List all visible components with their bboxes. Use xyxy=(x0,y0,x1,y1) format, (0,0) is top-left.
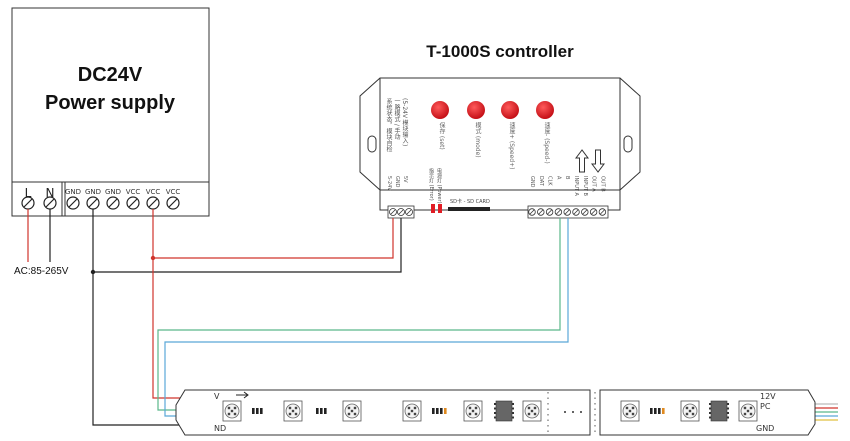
resistor-icon xyxy=(320,408,323,414)
resistor-icon xyxy=(444,408,447,414)
button-mode xyxy=(467,101,485,119)
power-terminal-block xyxy=(387,205,415,219)
output-terminal-block xyxy=(527,205,609,219)
psu-terminal-label-gnd3: GND xyxy=(104,188,122,196)
strip-segment-left xyxy=(175,389,591,436)
psu-terminal-label-n: N xyxy=(45,186,55,200)
output-terminal-label: CLK xyxy=(546,176,553,186)
panel-text-1: 系统状态，模块自检 xyxy=(385,98,392,152)
arrow-down-icon xyxy=(591,149,605,173)
power-terminal-label-3: 5V xyxy=(402,176,408,183)
screw-n-icon xyxy=(43,196,57,210)
resistor-icon xyxy=(440,408,443,414)
output-terminal-label: INPUT A xyxy=(573,176,579,196)
psu-title-line2: Power supply xyxy=(44,92,176,114)
psu-terminal-label-vcc2: VCC xyxy=(145,188,161,196)
power-supply-body xyxy=(11,7,210,217)
gnd-wire-to-controller xyxy=(92,209,402,273)
cut-line-dotted xyxy=(547,392,596,433)
panel-text-2: 一路模式 / 手动 xyxy=(393,98,400,140)
power-terminal-label-1: 5-24V xyxy=(386,176,392,191)
screw-vcc-icon xyxy=(146,196,160,210)
error-led-label: 指示灯 (Error) xyxy=(428,168,434,201)
data-direction-arrow-icon xyxy=(236,391,249,399)
button-speed-plus-label: 速度+ (Speed+) xyxy=(508,122,515,170)
strip-label-pc-right: PC xyxy=(760,402,771,411)
output-terminal-label: OUT A xyxy=(590,176,597,192)
power-terminal-label-2: GND xyxy=(394,176,400,188)
strip-segment-right xyxy=(599,389,816,436)
output-terminal-label: DAT xyxy=(537,176,544,186)
indicator-leds xyxy=(431,204,442,213)
strip-label-12v-right: 12V xyxy=(760,392,776,401)
power-supply xyxy=(11,7,210,217)
wires xyxy=(27,209,838,426)
data-wire-green xyxy=(157,218,561,411)
controller-title: T-1000S controller xyxy=(426,42,574,61)
error-led-icon xyxy=(431,204,435,213)
junction-dot-black xyxy=(90,269,96,275)
resistor-icon xyxy=(256,408,259,414)
output-terminal-label: OUT B xyxy=(599,176,606,192)
driver-ic-icon xyxy=(710,400,728,422)
output-terminal-label: INPUT B xyxy=(581,176,588,196)
mounting-hole-left-icon xyxy=(367,135,377,153)
data-wire-blue xyxy=(164,218,569,417)
strip-label-v-left: V xyxy=(214,392,220,401)
button-set xyxy=(431,101,449,119)
resistor-icon xyxy=(432,408,435,414)
sd-card-slot xyxy=(448,207,490,211)
ac-input-label: AC:85-265V xyxy=(14,266,69,277)
psu-terminal-label-gnd1: GND xyxy=(64,188,82,196)
output-terminal-label: B xyxy=(564,176,571,180)
output-terminal-label: A xyxy=(555,176,562,180)
power-led-icon xyxy=(438,204,442,213)
resistor-icon xyxy=(654,408,657,414)
button-speed-plus xyxy=(501,101,519,119)
resistor-icon xyxy=(316,408,319,414)
strip-label-gnd-right: GND xyxy=(756,424,775,433)
strip-label-gnd-left: ND xyxy=(214,424,227,433)
psu-terminal-label-l: L xyxy=(24,186,32,200)
vcc-wire-to-controller xyxy=(152,209,394,259)
psu-terminal-screws xyxy=(21,196,180,210)
resistor-icon xyxy=(324,408,327,414)
button-set-label: 保存 (set) xyxy=(438,122,445,150)
resistor-icon xyxy=(658,408,661,414)
screw-gnd-icon xyxy=(86,196,100,210)
arrow-up-icon xyxy=(575,149,589,173)
output-terminal-label: GND xyxy=(529,176,535,188)
power-led-label: 电源灯 (Power) xyxy=(436,168,442,204)
psu-terminal-label-gnd2: GND xyxy=(84,188,102,196)
psu-title-line1: DC24V xyxy=(77,64,143,86)
resistor-icon xyxy=(436,408,439,414)
resistor-icon xyxy=(662,408,665,414)
vcc-wire-to-strip xyxy=(152,258,185,399)
junction-dot-red xyxy=(150,255,156,261)
resistor-icon xyxy=(260,408,263,414)
psu-terminal-label-vcc1: VCC xyxy=(125,188,141,196)
button-mode-label: 模式 (mode) xyxy=(474,122,481,158)
controller xyxy=(359,77,641,219)
sd-card-label: SD卡 - SD CARD xyxy=(450,199,490,205)
ellipsis-dots-icon xyxy=(564,411,582,413)
gnd-wire-to-strip xyxy=(92,272,185,426)
resistor-icon xyxy=(252,408,255,414)
button-speed-minus-label: 速度- (Speed-) xyxy=(543,122,550,164)
resistor-icon xyxy=(650,408,653,414)
psu-terminal-label-vcc3: VCC xyxy=(165,188,181,196)
panel-text-3: (5-24V 模块输入) xyxy=(401,98,408,147)
driver-ic-icon xyxy=(495,400,513,422)
led-strip xyxy=(175,389,816,436)
mounting-hole-right-icon xyxy=(623,135,633,153)
button-speed-minus xyxy=(536,101,554,119)
